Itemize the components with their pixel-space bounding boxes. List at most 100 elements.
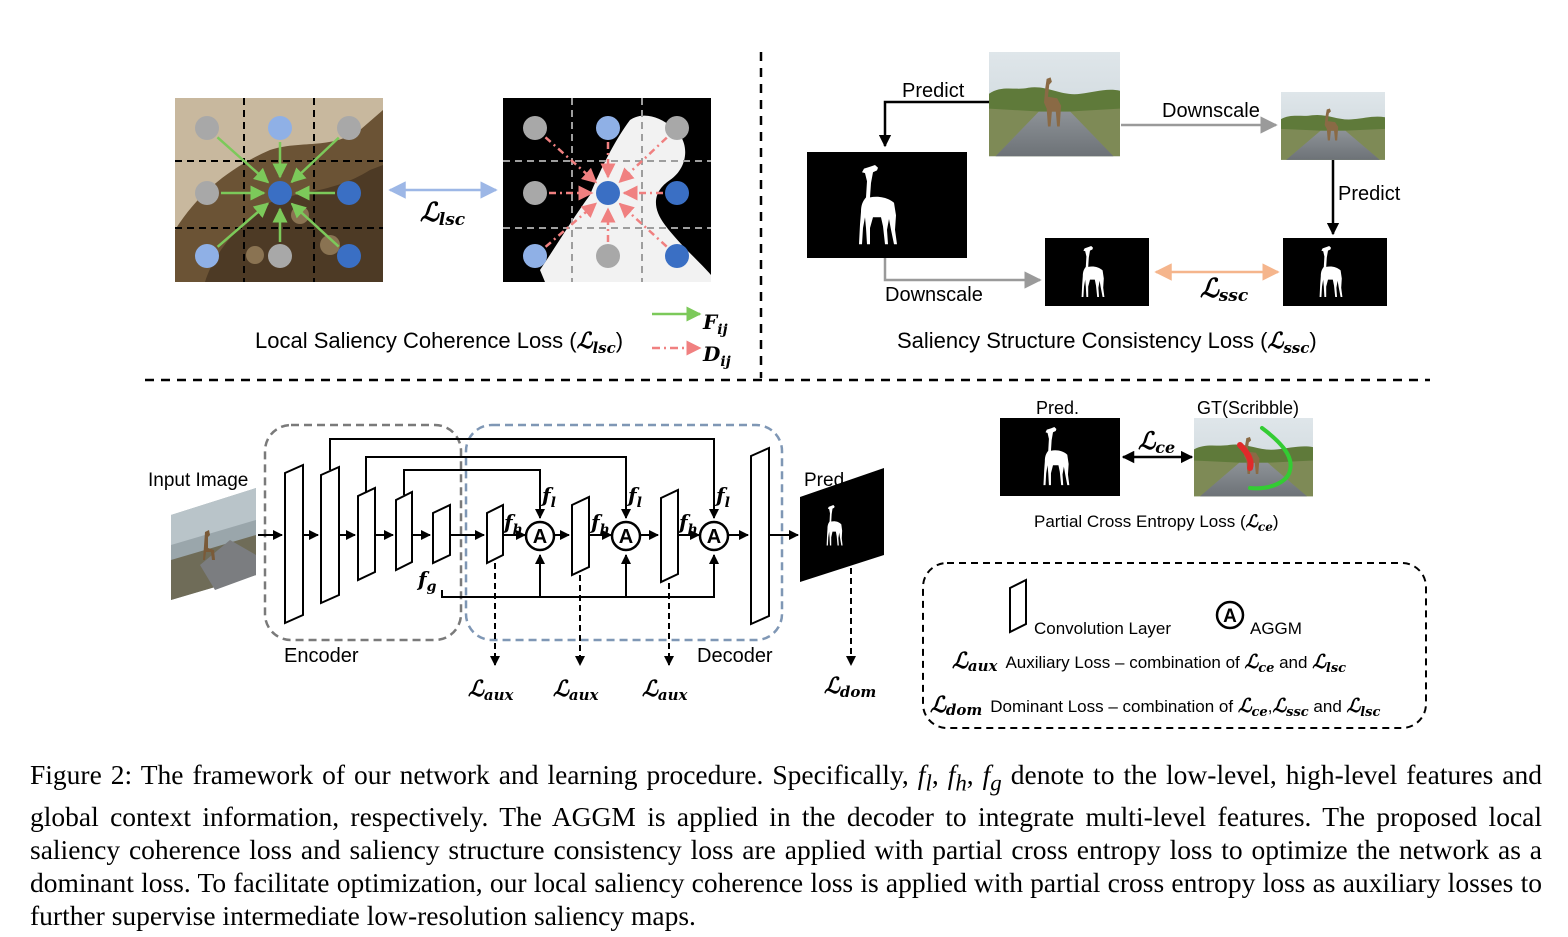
legend-conv-label: Convolution Layer xyxy=(1034,619,1171,638)
conv-layer xyxy=(750,446,770,626)
pce-pred-label: Pred. xyxy=(1036,398,1079,418)
feature-affinity-dot xyxy=(268,116,292,140)
prediction-distance-arrow xyxy=(544,136,598,184)
fh-label: fh xyxy=(502,510,523,538)
lsc-dots-image xyxy=(195,116,361,268)
prediction-distance-dot xyxy=(523,181,547,205)
prediction-distance-dot xyxy=(596,181,620,205)
prediction-distance-dot xyxy=(596,116,620,140)
decoder-label: Decoder xyxy=(697,645,773,667)
conv-layer xyxy=(486,503,504,565)
lsc-legend: Fij Dij xyxy=(652,306,731,370)
prediction-distance-arrow xyxy=(618,202,668,248)
legend-conv-icon xyxy=(1009,578,1027,634)
feature-affinity-dot xyxy=(195,116,219,140)
conv-layer xyxy=(320,465,340,605)
aggm-node xyxy=(610,520,642,552)
ssc-pred-map-large xyxy=(807,152,967,258)
ssc-downscale-label-1: Downscale xyxy=(1162,100,1260,122)
aux-loss-label: ℒaux xyxy=(642,676,688,704)
dom-loss-label: ℒdom xyxy=(824,673,876,701)
skip-connections xyxy=(329,438,719,598)
fl-label: fl xyxy=(540,483,556,511)
fh-label: fh xyxy=(677,510,698,538)
feature-affinity-dot xyxy=(337,181,361,205)
prediction-distance-dot xyxy=(596,244,620,268)
prediction-distance-dot xyxy=(523,116,547,140)
conv-layers xyxy=(284,446,770,626)
prediction-distance-arrow xyxy=(544,202,598,248)
aggm-node xyxy=(698,520,730,552)
feature-affinity-dot xyxy=(195,244,219,268)
aggm-glyph: A xyxy=(707,526,721,548)
feature-affinity-arrow xyxy=(290,136,340,184)
encoder-box xyxy=(263,423,463,642)
ssc-title: Saliency Structure Consistency Loss (ℒss… xyxy=(897,328,1317,357)
encoder-label: Encoder xyxy=(284,645,359,667)
fh-label: fh xyxy=(589,510,610,538)
conv-layer xyxy=(660,488,679,584)
feature-affinity-dot xyxy=(268,244,292,268)
feature-affinity-arrow xyxy=(290,202,340,248)
aux-loss-label: ℒaux xyxy=(553,676,599,704)
feature-affinity-dot xyxy=(195,181,219,205)
pce-loss-label: ℒce xyxy=(1138,426,1175,457)
pce-pred-map xyxy=(1000,418,1120,496)
prediction-distance-arrow xyxy=(618,136,668,184)
feature-affinity-arrow xyxy=(216,202,270,248)
fg-label: fg xyxy=(416,567,437,595)
pred-label: Pred. xyxy=(804,470,849,491)
ssc-loss-label: ℒssc xyxy=(1200,274,1249,306)
aux-loss-label: ℒaux xyxy=(468,676,514,704)
aggm-glyph: A xyxy=(533,526,547,548)
ssc-downscaled-photo xyxy=(1281,92,1385,160)
conv-layer xyxy=(432,503,451,565)
conv-layer xyxy=(395,490,413,572)
prediction-distance-dot xyxy=(523,244,547,268)
ssc-predict-arrow-1 xyxy=(878,100,989,148)
aggm-glyph: A xyxy=(619,526,633,548)
ssc-downscale-arrow-2 xyxy=(883,258,1042,289)
feature-affinity-dot xyxy=(268,181,292,205)
decoder-box xyxy=(464,423,784,642)
pce-gt-scribble xyxy=(1194,418,1313,497)
ssc-pred-map-small xyxy=(1283,238,1387,306)
legend-aggm-label: AGGM xyxy=(1250,619,1302,638)
fl-label: fl xyxy=(714,483,730,511)
lsc-grid xyxy=(175,98,711,282)
lsc-title: Local Saliency Coherence Loss (ℒlsc) xyxy=(255,328,623,357)
svg-text:Fij: Fij xyxy=(702,310,728,338)
figure-caption: Figure 2: The framework of our network a… xyxy=(30,759,1542,931)
conv-layer xyxy=(571,495,590,577)
pce-gt-label: GT(Scribble) xyxy=(1197,398,1299,418)
prediction-distance-dot xyxy=(665,116,689,140)
feature-affinity-arrow xyxy=(216,136,270,184)
aggm-node xyxy=(524,520,556,552)
pce-title: Partial Cross Entropy Loss (ℒce) xyxy=(1034,512,1279,534)
legend-aggm-icon: A xyxy=(1215,600,1245,630)
lsc-loss-label: ℒlsc xyxy=(420,198,466,230)
ssc-input-photo xyxy=(989,52,1120,157)
svg-text:A: A xyxy=(1223,606,1237,627)
feature-affinity-dot xyxy=(337,116,361,140)
input-image-label: Input Image xyxy=(148,470,248,491)
fl-label: fl xyxy=(626,483,642,511)
aux-losses: ℒaux ℒaux ℒaux xyxy=(468,563,688,704)
conv-layer xyxy=(357,486,376,582)
prediction-distance-dot xyxy=(665,244,689,268)
feature-affinity-dot xyxy=(337,244,361,268)
pred-map xyxy=(800,468,884,582)
ssc-predict-label-2: Predict xyxy=(1338,183,1401,205)
lsc-dots-mask xyxy=(523,116,689,268)
ssc-pred-map-downscaled xyxy=(1045,238,1149,306)
input-image xyxy=(171,488,256,600)
svg-text:Dij: Dij xyxy=(702,342,731,370)
prediction-distance-dot xyxy=(665,181,689,205)
ssc-downscale-label-2: Downscale xyxy=(885,284,983,306)
conv-layer xyxy=(284,463,304,625)
ssc-predict-label-1: Predict xyxy=(902,80,965,102)
